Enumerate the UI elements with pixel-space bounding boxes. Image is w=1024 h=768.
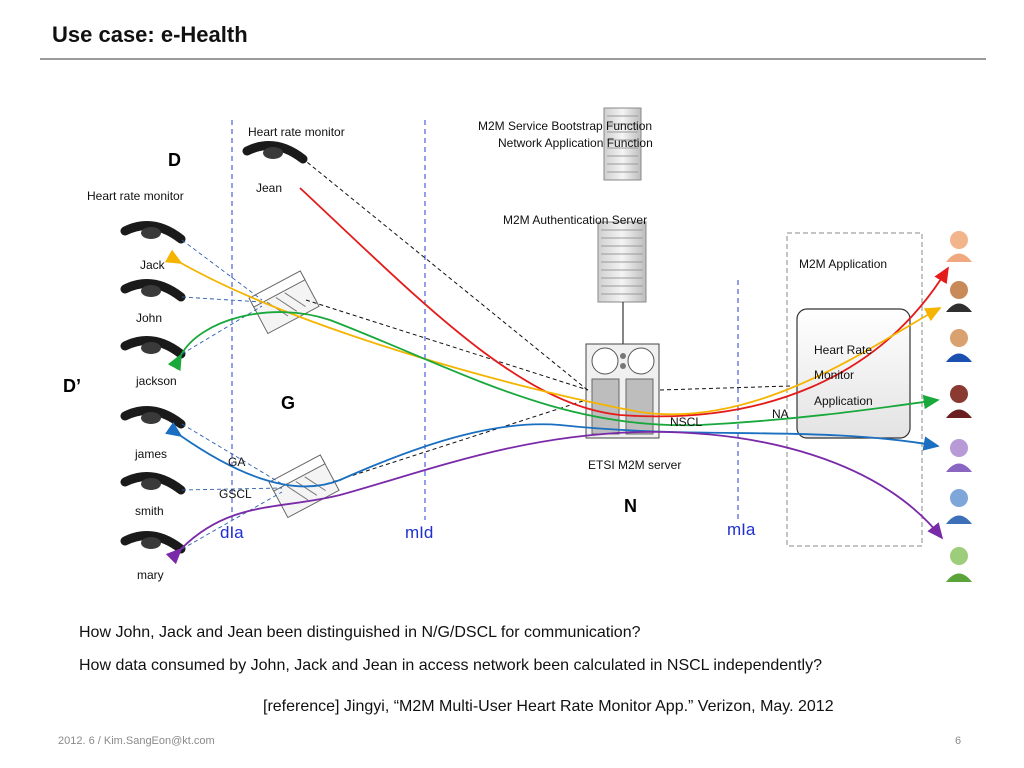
app-label-line1: Heart Rate xyxy=(814,343,873,357)
ga-label: GA xyxy=(228,455,246,469)
bootstrap-server-icon xyxy=(603,107,642,181)
m2m-application-label: M2M Application xyxy=(799,257,888,271)
heart-rate-monitor-john-icon xyxy=(120,279,186,302)
auth-server-label: M2M Authentication Server xyxy=(503,213,648,227)
etsi-server-label: ETSI M2M server xyxy=(588,458,682,472)
title-divider xyxy=(40,58,986,60)
slide-title: Use case: e-Health xyxy=(52,22,248,47)
nscl-label: NSCL xyxy=(670,415,703,429)
footer-text: 2012. 6 / Kim.SangEon@kt.com xyxy=(58,735,215,747)
person-icon-7 xyxy=(946,547,972,582)
device-label-jackson: jackson xyxy=(136,374,177,388)
mia-interface-label: mIa xyxy=(727,520,756,539)
heart-rate-monitor-mary-icon xyxy=(120,531,186,554)
device-label-john: John xyxy=(136,311,163,325)
mid-interface-label: mId xyxy=(405,523,434,542)
question-1: How John, Jack and Jean been distinguish… xyxy=(79,624,641,641)
person-icon-3 xyxy=(946,329,972,362)
authentication-server-icon xyxy=(597,221,647,303)
flow-green xyxy=(167,311,940,427)
person-icon-2 xyxy=(946,281,972,312)
heart-rate-monitor-jean-icon xyxy=(242,141,308,164)
app-label-line3: Application xyxy=(814,394,873,408)
dia-interface-label: dIa xyxy=(220,523,244,542)
device-label-jean: Jean xyxy=(256,181,283,195)
person-icon-6 xyxy=(946,489,972,524)
person-icon-5 xyxy=(946,439,972,472)
gscl-label: GSCL xyxy=(219,487,252,501)
domain-label-d: D xyxy=(168,150,181,170)
heart-rate-monitor-jackson-icon xyxy=(120,336,186,359)
flow-purple xyxy=(165,431,944,565)
heart-rate-monitor-label-left: Heart rate monitor xyxy=(87,189,184,203)
page-number: 6 xyxy=(955,735,962,747)
heart-rate-monitor-label-top: Heart rate monitor xyxy=(248,125,345,139)
device-label-jack: Jack xyxy=(140,258,165,272)
flow-blue xyxy=(165,421,940,488)
na-label: NA xyxy=(772,407,789,421)
app-label-line2: Monitor xyxy=(814,368,855,382)
person-icon-4 xyxy=(946,385,972,418)
question-2: How data consumed by John, Jack and Jean… xyxy=(79,657,822,674)
bootstrap-label-line1: M2M Service Bootstrap Function xyxy=(478,119,653,133)
domain-label-d-prime: D’ xyxy=(63,376,81,396)
heart-rate-monitor-jack-icon xyxy=(120,221,186,244)
device-label-mary: mary xyxy=(137,568,164,582)
device-label-james: james xyxy=(135,447,168,461)
bootstrap-label-line2: Network Application Function xyxy=(498,136,653,150)
person-icon-1 xyxy=(946,231,972,262)
device-label-smith: smith xyxy=(135,504,164,518)
heart-rate-monitor-smith-icon xyxy=(120,472,186,495)
domain-label-g: G xyxy=(281,393,296,413)
reference-citation: [reference] Jingyi, “M2M Multi-User Hear… xyxy=(263,698,834,715)
domain-label-n: N xyxy=(624,496,637,516)
heart-rate-monitor-james-icon xyxy=(120,406,186,429)
